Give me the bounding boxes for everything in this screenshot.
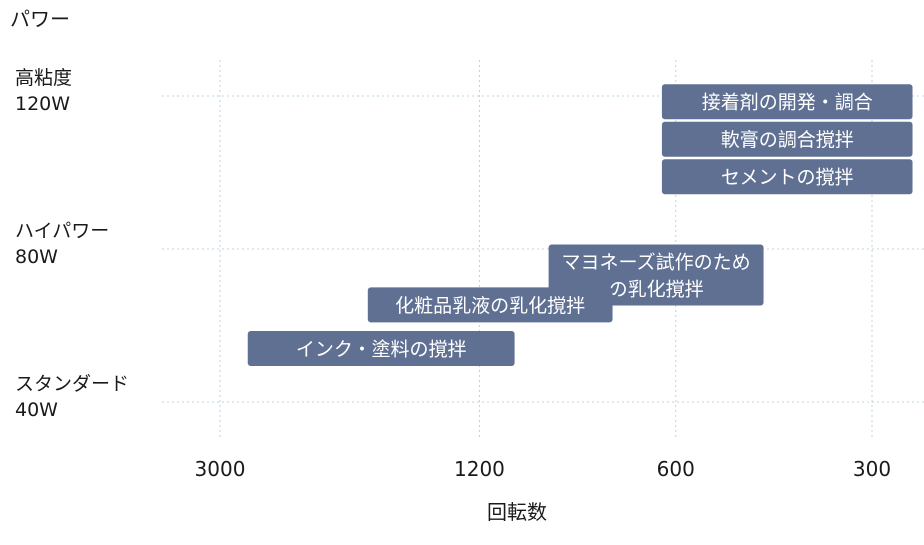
x-tick-label: 600 — [657, 457, 695, 481]
y-tick-label: スタンダード 40W — [15, 373, 129, 421]
range-bar-label-line: セメントの撹拌 — [721, 167, 854, 189]
y-tick-label-line: 40W — [15, 399, 58, 421]
range-bar — [367, 287, 613, 323]
range-bars: 接着剤の開発・調合軟膏の調合撹拌セメントの撹拌マヨネーズ試作のための乳化撹拌化粧… — [247, 84, 913, 366]
y-tick-label-line: 80W — [15, 246, 58, 268]
range-bar-label: 軟膏の調合撹拌 — [721, 128, 854, 151]
range-bar-label: 化粧品乳液の乳化撹拌 — [395, 295, 585, 317]
x-tick-label: 3000 — [195, 457, 246, 481]
range-bar-label-line: 軟膏の調合撹拌 — [721, 128, 854, 151]
grid-lines — [162, 60, 924, 440]
x-axis-ticks: 3000 1200 600 300 — [195, 457, 892, 481]
y-tick-label-line: ハイパワー — [15, 220, 109, 242]
x-axis-title: 回転数 — [487, 500, 547, 524]
x-tick-label: 300 — [853, 457, 891, 481]
range-bar — [247, 330, 515, 366]
range-bar-label-line: マヨネーズ試作のため — [562, 252, 751, 274]
range-bar-label: 接着剤の開発・調合 — [702, 92, 873, 114]
y-tick-label: 高粘度 120W — [15, 67, 72, 115]
y-axis-title: パワー — [10, 7, 70, 31]
range-bar-label: マヨネーズ試作のための乳化撹拌 — [562, 252, 751, 301]
range-bar-label-line: 化粧品乳液の乳化撹拌 — [395, 295, 585, 317]
y-tick-label: ハイパワー 80W — [15, 220, 109, 268]
range-bar-label-line: の乳化撹拌 — [609, 279, 704, 301]
range-bar — [661, 84, 913, 120]
y-tick-label-line: スタンダード — [15, 373, 129, 395]
range-bar — [661, 121, 913, 157]
x-tick-label: 1200 — [454, 457, 505, 481]
y-tick-label-line: 高粘度 — [15, 67, 72, 89]
y-axis-ticks: 高粘度 120W ハイパワー 80W スタンダード 40W — [15, 67, 129, 421]
range-bar-label-line: 接着剤の開発・調合 — [702, 92, 873, 114]
range-bar-label: インク・塗料の撹拌 — [296, 337, 467, 360]
range-bar-label: セメントの撹拌 — [721, 167, 854, 189]
range-bar — [661, 159, 913, 195]
y-tick-label-line: 120W — [15, 93, 70, 115]
range-bar-label-line: インク・塗料の撹拌 — [296, 337, 467, 360]
